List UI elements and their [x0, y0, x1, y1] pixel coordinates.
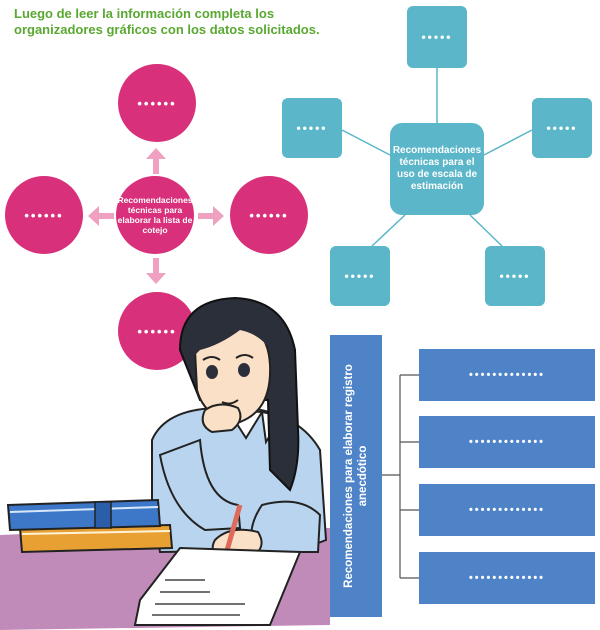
pink-circle-left: ••••••: [5, 176, 83, 254]
blue-item-3-placeholder: •••••••••••••: [468, 504, 546, 516]
teal-center-label: Recomendaciones técnicas para el uso de …: [392, 145, 482, 192]
pink-top-placeholder: ••••••: [137, 95, 177, 111]
pink-center-circle: Recomendaciones técnicas para elaborar l…: [116, 176, 194, 254]
blue-item-4-placeholder: •••••••••••••: [468, 572, 546, 584]
teal-upper-left-placeholder: •••••: [296, 121, 328, 135]
arrow-down-icon: [146, 258, 166, 284]
blue-main-label: Recomendaciones para elaborar registro a…: [343, 364, 369, 588]
blue-item-box-3: •••••••••••••: [419, 484, 595, 536]
pink-center-label: Recomendaciones técnicas para elaborar l…: [117, 195, 193, 235]
pink-circle-right: ••••••: [230, 176, 308, 254]
instruction-text: Luego de leer la información completa lo…: [14, 6, 320, 38]
blue-item-box-1: •••••••••••••: [419, 349, 595, 401]
pink-bottom-placeholder: ••••••: [137, 323, 177, 339]
teal-upper-right-placeholder: •••••: [546, 121, 578, 135]
pink-circle-top: ••••••: [118, 64, 196, 142]
pink-left-placeholder: ••••••: [24, 207, 64, 223]
teal-box-lower-left: •••••: [330, 246, 390, 306]
arrow-up-icon: [146, 148, 166, 174]
teal-lower-right-placeholder: •••••: [499, 269, 531, 283]
arrow-left-icon: [88, 206, 114, 226]
instruction-line-2: organizadores gráficos con los datos sol…: [14, 22, 320, 37]
instruction-line-1: Luego de leer la información completa lo…: [14, 6, 275, 21]
teal-center-box: Recomendaciones técnicas para el uso de …: [390, 123, 484, 215]
student-studying-illustration: [0, 296, 330, 630]
arrow-right-icon: [198, 206, 224, 226]
blue-main-box: Recomendaciones para elaborar registro a…: [330, 335, 382, 617]
teal-lower-left-placeholder: •••••: [344, 269, 376, 283]
teal-box-upper-left: •••••: [282, 98, 342, 158]
blue-item-box-2: •••••••••••••: [419, 416, 595, 468]
pink-right-placeholder: ••••••: [249, 207, 289, 223]
teal-box-lower-right: •••••: [485, 246, 545, 306]
blue-item-box-4: •••••••••••••: [419, 552, 595, 604]
blue-bracket-lines: [382, 374, 419, 579]
teal-top-placeholder: •••••: [421, 30, 453, 44]
blue-item-2-placeholder: •••••••••••••: [468, 436, 546, 448]
blue-item-1-placeholder: •••••••••••••: [468, 369, 546, 381]
teal-box-top: •••••: [407, 6, 467, 68]
teal-box-upper-right: •••••: [532, 98, 592, 158]
